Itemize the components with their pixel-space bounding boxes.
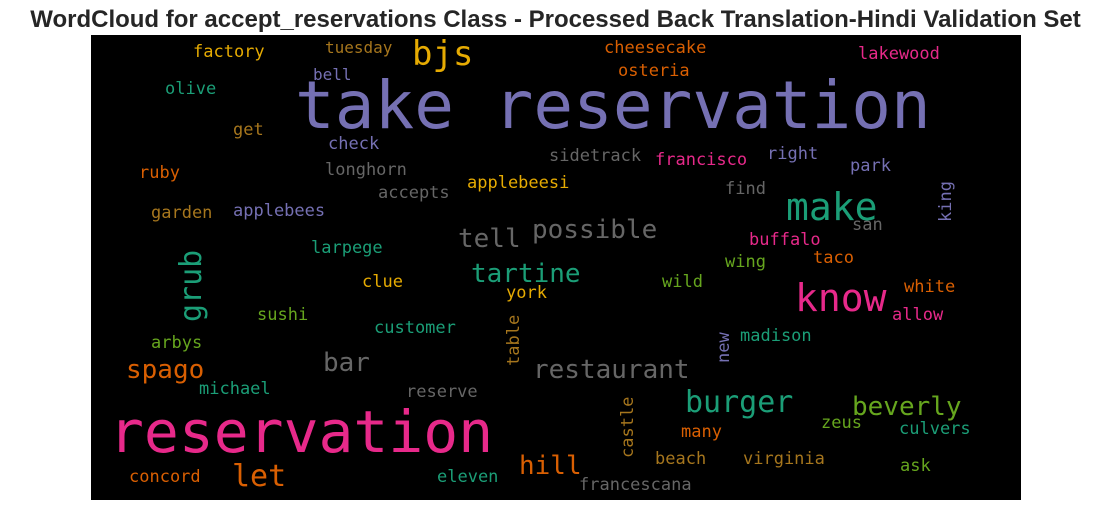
word-bell: bell bbox=[313, 65, 352, 84]
word-spago: spago bbox=[126, 355, 205, 385]
word-bjs: bjs bbox=[412, 35, 474, 74]
word-longhorn: longhorn bbox=[325, 160, 407, 180]
word-grub: grub bbox=[174, 249, 209, 322]
word-york: york bbox=[506, 283, 547, 303]
word-francescana: francescana bbox=[579, 475, 692, 495]
word-tartine: tartine bbox=[471, 259, 581, 289]
word-castle: castle bbox=[618, 396, 638, 458]
word-francisco: francisco bbox=[655, 150, 748, 170]
word-arbys: arbys bbox=[151, 333, 203, 353]
word-taco: taco bbox=[813, 248, 854, 268]
word-possible: possible bbox=[532, 215, 658, 245]
word-beverly: beverly bbox=[852, 392, 962, 422]
word-olive: olive bbox=[165, 79, 217, 99]
word-hill: hill bbox=[519, 451, 582, 481]
word-white: white bbox=[904, 277, 956, 297]
word-reserve: reserve bbox=[406, 382, 478, 402]
word-allow: allow bbox=[892, 305, 944, 325]
word-concord: concord bbox=[129, 467, 201, 487]
word-buffalo: buffalo bbox=[749, 230, 821, 250]
word-take-reservation: take reservation bbox=[295, 67, 931, 144]
word-restaurant: restaurant bbox=[533, 355, 690, 385]
word-madison: madison bbox=[740, 326, 812, 346]
word-cheesecake: cheesecake bbox=[604, 38, 707, 58]
word-reservation: reservation bbox=[109, 398, 494, 466]
word-new: new bbox=[714, 332, 734, 363]
word-table: table bbox=[504, 314, 524, 366]
word-virginia: virginia bbox=[743, 449, 825, 469]
chart-title: WordCloud for accept_reservations Class … bbox=[30, 6, 1081, 33]
word-tuesday: tuesday bbox=[325, 38, 393, 57]
word-make: make bbox=[786, 185, 878, 229]
word-beach: beach bbox=[655, 449, 707, 469]
word-know: know bbox=[795, 276, 887, 320]
word-larpege: larpege bbox=[311, 238, 383, 258]
word-cloud: take reservation reservation make know b… bbox=[91, 35, 1021, 500]
word-get: get bbox=[233, 120, 264, 140]
word-accepts: accepts bbox=[378, 183, 450, 203]
word-applebeesi: applebeesi bbox=[467, 173, 570, 193]
word-ask: ask bbox=[900, 456, 931, 476]
word-many: many bbox=[681, 422, 722, 442]
word-zeus: zeus bbox=[821, 413, 862, 433]
word-eleven: eleven bbox=[437, 467, 499, 487]
word-burger: burger bbox=[685, 385, 794, 420]
word-check: check bbox=[328, 134, 380, 154]
word-tell: tell bbox=[458, 224, 521, 254]
word-sushi: sushi bbox=[257, 305, 309, 325]
word-king: king bbox=[936, 181, 956, 222]
word-clue: clue bbox=[362, 272, 403, 292]
word-bar: bar bbox=[323, 348, 370, 378]
word-wing: wing bbox=[725, 252, 766, 272]
word-michael: michael bbox=[199, 379, 271, 399]
word-find: find bbox=[725, 179, 766, 199]
word-let: let bbox=[232, 459, 287, 494]
word-ruby: ruby bbox=[139, 163, 180, 183]
word-osteria: osteria bbox=[618, 61, 690, 81]
word-garden: garden bbox=[151, 203, 213, 223]
word-sidetrack: sidetrack bbox=[549, 146, 642, 166]
word-culvers: culvers bbox=[899, 419, 971, 439]
word-customer: customer bbox=[374, 318, 456, 338]
word-right: right bbox=[767, 144, 819, 164]
word-factory: factory bbox=[193, 42, 265, 62]
word-wild: wild bbox=[662, 272, 703, 292]
word-applebees: applebees bbox=[233, 201, 326, 221]
word-san: san bbox=[852, 215, 883, 235]
word-lakewood: lakewood bbox=[858, 44, 940, 64]
word-park: park bbox=[850, 156, 891, 176]
